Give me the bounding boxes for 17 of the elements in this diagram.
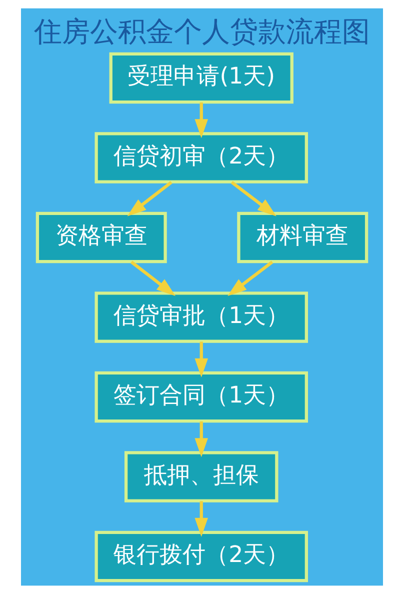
arrow [126,180,172,216]
arrow [194,102,208,138]
node-box: 信贷审批（1天） [94,292,308,343]
node-box: 信贷初审（2天） [94,132,308,184]
node-box: 抵押、担保 [124,451,278,502]
arrow [130,260,176,296]
node-box: 签订合同（1天） [94,371,308,423]
arrow [194,421,208,458]
diagram-title: 住房公积金个人贷款流程图 [34,14,370,48]
node-box: 受理申请(1天) [108,52,293,104]
node-box: 银行拨付（2天） [94,530,308,582]
arrow [230,180,276,216]
arrow [194,342,208,378]
arrow [194,501,208,537]
node-box: 材料审查 [236,212,368,264]
node-box: 资格审查 [35,212,166,264]
arrow [227,260,273,296]
